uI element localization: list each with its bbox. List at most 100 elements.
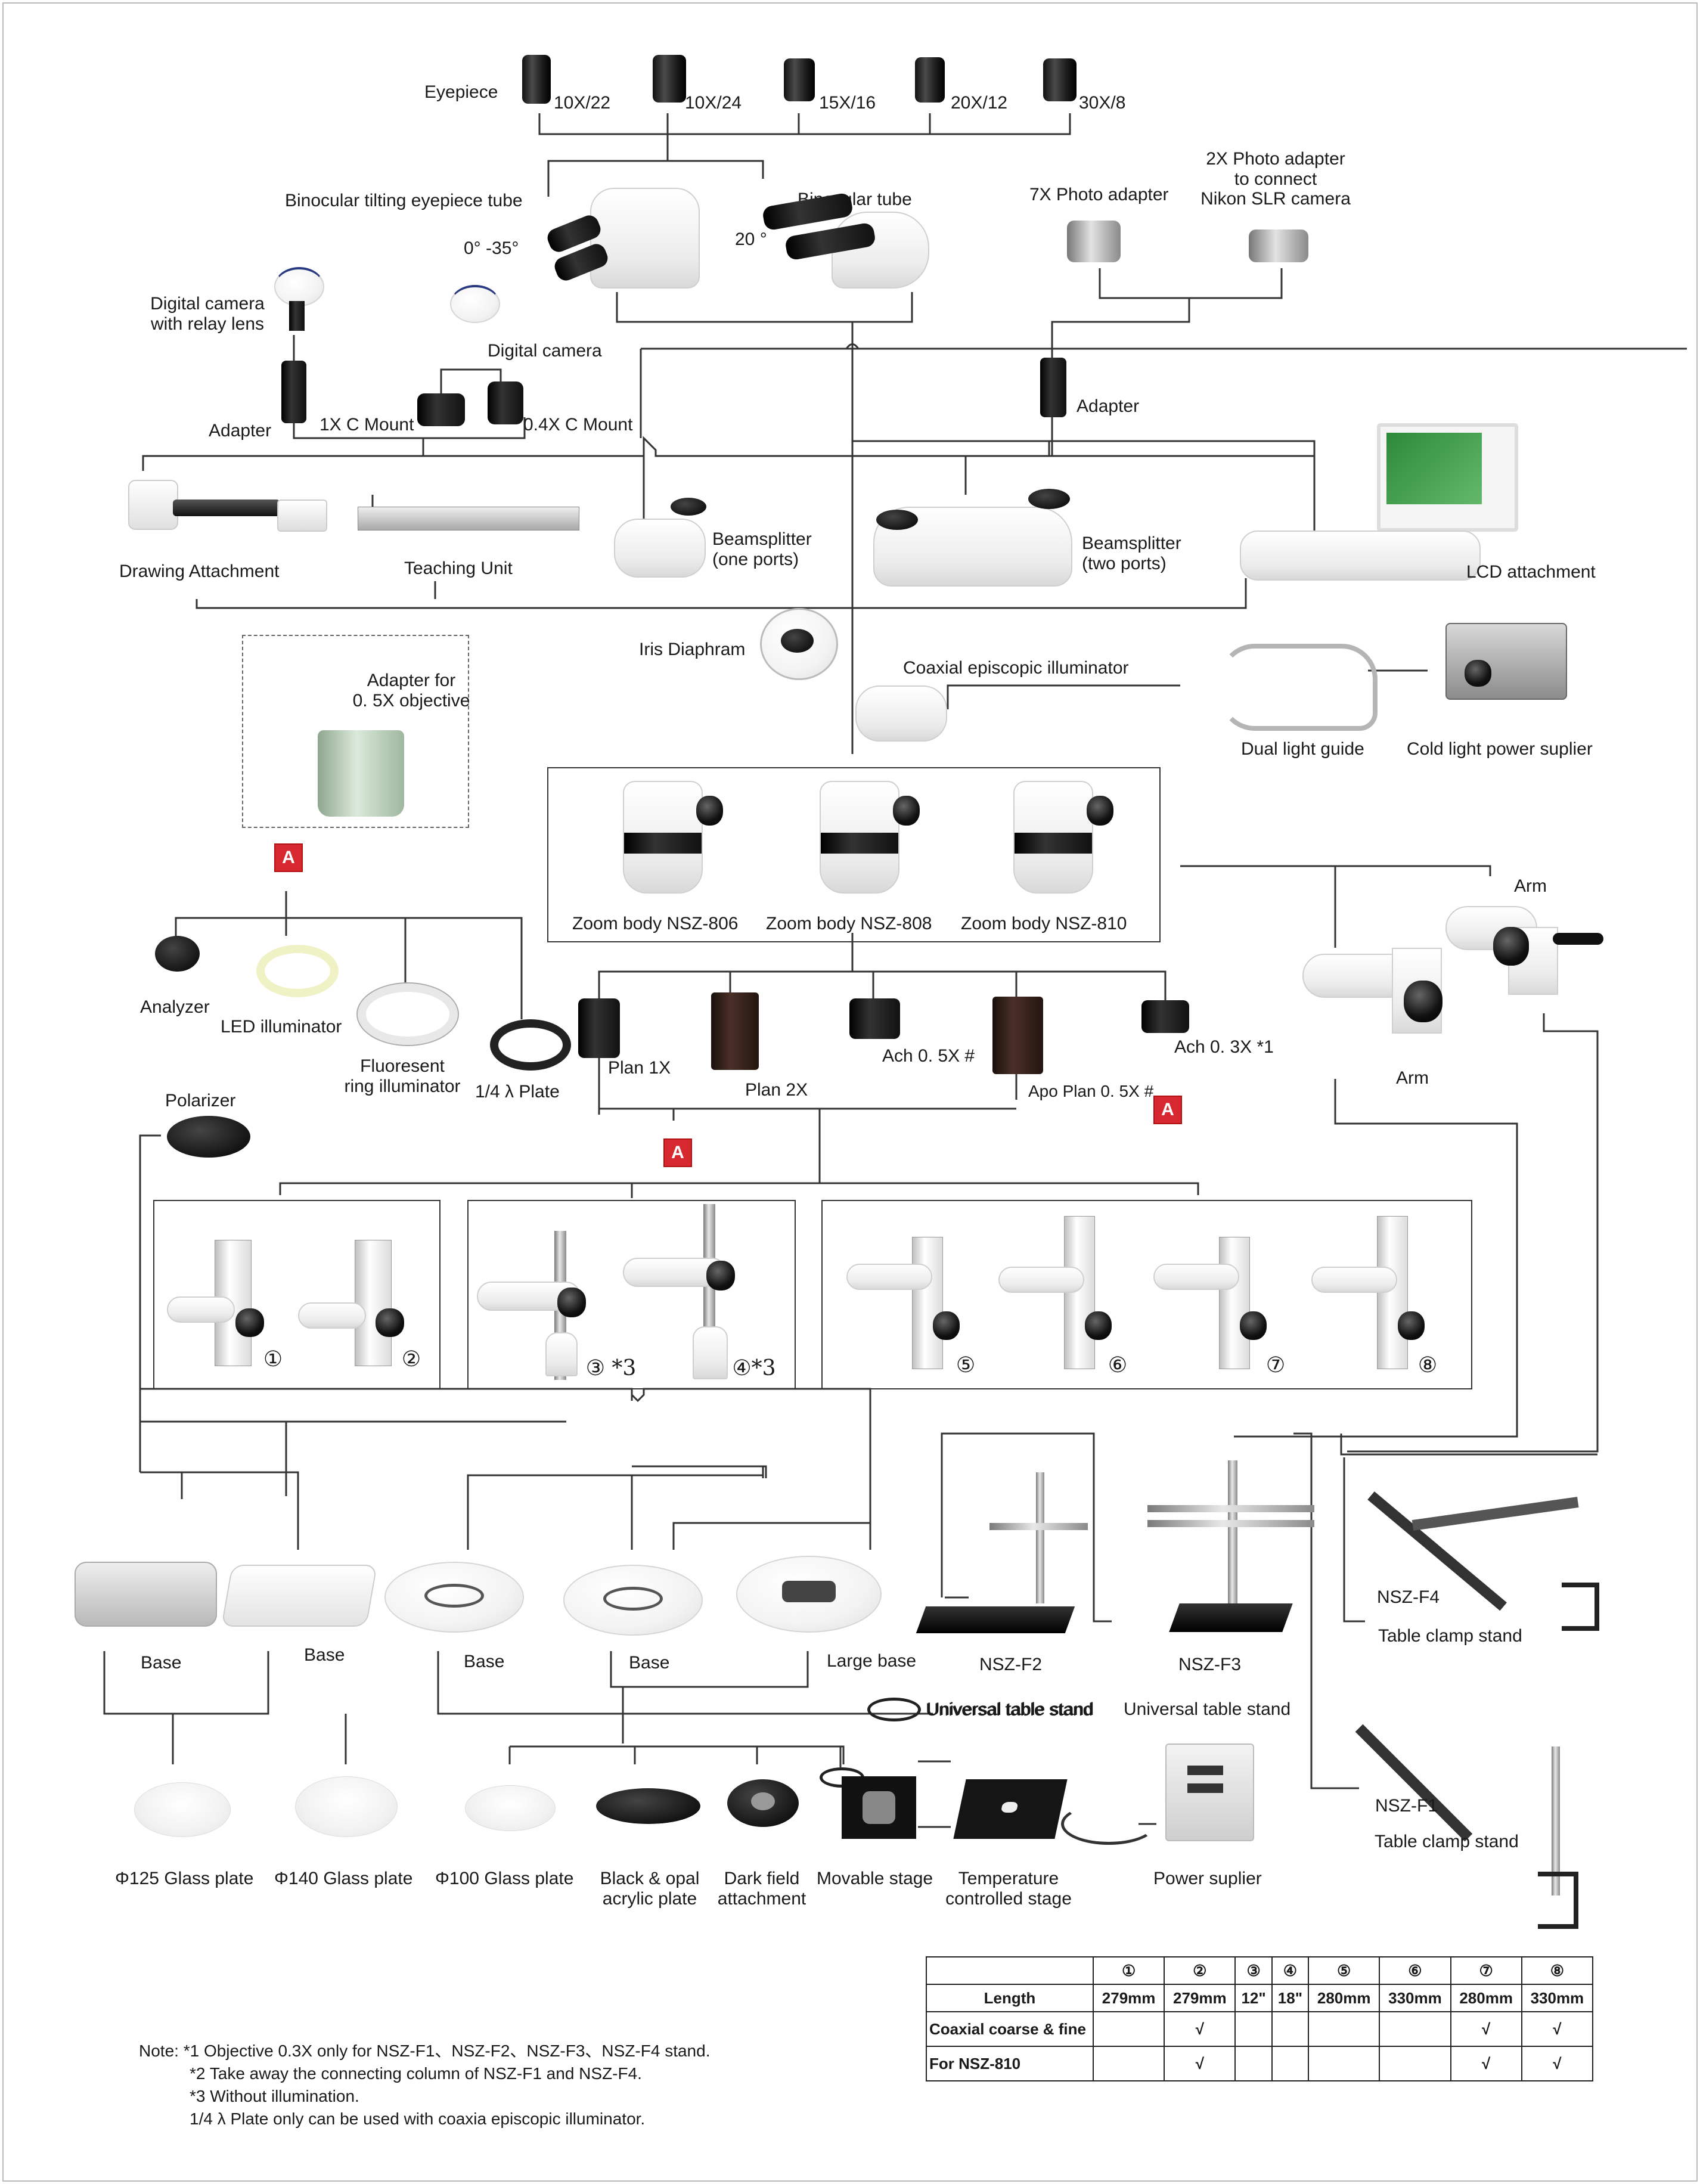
photo-adapter-label: Adapter (1077, 396, 1140, 416)
digital-camera-label: Digital camera (488, 341, 602, 361)
photo-adapter-2x-line-2: to connect (1234, 169, 1317, 189)
quarter-wave-plate-label: 1/4 λ Plate (475, 1082, 560, 1102)
beamsplitter-two-port-1 (876, 510, 918, 530)
base-5-glass (782, 1581, 836, 1602)
arm-1-knob (1493, 927, 1529, 966)
dark-field-line-1: Dark field (724, 1869, 800, 1888)
eyepiece-20x12-image (915, 57, 945, 103)
drawing-attachment-arm (173, 500, 280, 516)
power-supplier-display-1 (1187, 1766, 1223, 1775)
coaxial-illuminator-label: Coaxial episcopic illuminator (903, 658, 1129, 678)
spec-header-cell: ⑥ (1379, 1956, 1451, 1985)
led-illuminator-label: LED illuminator (221, 1017, 342, 1037)
base-2-label: Base (304, 1645, 345, 1665)
spec-cell (1092, 2011, 1165, 2047)
nsz-f2-base (916, 1606, 1075, 1633)
dark-field-center (751, 1792, 775, 1810)
lcd-attachment-body (1240, 531, 1481, 581)
spec-header-cell: ⑦ (1450, 1956, 1522, 1985)
spec-cell (1092, 2046, 1165, 2081)
spec-cell (1271, 2046, 1310, 2081)
beamsplitter-two-label: Beamsplitter (two ports) (1082, 533, 1181, 573)
note-line-3: *3 Without illumination. (190, 2087, 359, 2105)
glass-plate-125-image (134, 1782, 231, 1837)
spec-header-row: ① ② ③ ④ ⑤ ⑥ ⑦ ⑧ (926, 1956, 1594, 1985)
zoom-810-knob (1087, 796, 1113, 826)
base-4-label: Base (629, 1653, 670, 1673)
zoom-body-box (547, 767, 1161, 942)
stand-6-ring (998, 1267, 1084, 1293)
movable-stage-image (842, 1776, 916, 1839)
cold-light-supplier-image (1445, 623, 1567, 700)
spec-header-cell: ① (1092, 1956, 1165, 1985)
stand-4-number: ④*3 (732, 1356, 776, 1380)
zoom-810-label: Zoom body NSZ-810 (961, 914, 1127, 933)
spec-row-length: Length 279mm 279mm 12" 18" 280mm 330mm 2… (926, 1984, 1594, 2012)
nsz-f2-label: NSZ-F2 (979, 1655, 1042, 1674)
stand-5-knob (933, 1311, 960, 1340)
base-1-image (75, 1562, 217, 1627)
zoom-808-knob (893, 796, 920, 826)
stand-group-3 (821, 1200, 1472, 1389)
movable-stage-clip (863, 1791, 895, 1824)
zoom-806-band (624, 833, 702, 854)
stand-7-knob (1240, 1311, 1267, 1340)
objective-apo05-image (992, 997, 1043, 1074)
zoom-body-810-image (1013, 781, 1093, 894)
spec-cell (1308, 2011, 1381, 2047)
objective-ach05-image (849, 998, 900, 1039)
acrylic-plate-line-1: Black & opal (600, 1869, 700, 1888)
lcd-attachment-screen-frame (1377, 423, 1518, 532)
glass-plate-100-image (465, 1785, 556, 1831)
zoom-810-band (1015, 833, 1092, 854)
objective-apo05-label: Apo Plan 0. 5X # (1028, 1082, 1154, 1100)
dark-field-line-2: attachment (717, 1888, 806, 1909)
dual-light-guide-image (1219, 644, 1378, 731)
spec-cell: √ (1164, 2046, 1236, 2081)
quarter-wave-plate-image (490, 1019, 571, 1071)
acrylic-plate-line-2: acrylic plate (602, 1888, 697, 1909)
spec-cell (1308, 2046, 1381, 2081)
iris-diaphragm-label: Iris Diaphram (639, 640, 746, 659)
coaxial-illuminator-image (855, 685, 947, 742)
stand-2-number: ② (401, 1347, 421, 1372)
stand-7-number: ⑦ (1265, 1353, 1286, 1378)
beamsplitter-one-port (671, 498, 706, 516)
spec-header-cell: ② (1164, 1956, 1236, 1985)
eyepiece-20x12-label: 20X/12 (951, 93, 1008, 113)
spec-header-cell: ③ (1234, 1956, 1273, 1985)
nsz-f1-label: NSZ-F1 (1375, 1796, 1438, 1816)
spec-header-cell: ⑧ (1521, 1956, 1594, 1985)
dark-field-label: Dark field attachment (718, 1869, 806, 1909)
stand-8-ring (1311, 1267, 1397, 1293)
c-mount-04x-image (488, 381, 523, 424)
fluorescent-ring-image (358, 984, 458, 1045)
c-mount-1x-image (417, 393, 465, 426)
spec-cell (1379, 2011, 1451, 2047)
cold-light-supplier-label: Cold light power suplier (1407, 739, 1593, 759)
fluorescent-ring-line-2: ring illuminator (344, 1076, 461, 1096)
stand-1-knob (235, 1308, 264, 1337)
spec-cell: Length (926, 1984, 1094, 2012)
camera-relay-line-1: Digital camera (150, 294, 265, 314)
photo-adapter-2x-image (1249, 229, 1308, 262)
note-line-1: Note: *1 Objective 0.3X only for NSZ-F1、… (139, 2042, 711, 2060)
stand-3-knob (557, 1288, 586, 1317)
drawing-attachment-label: Drawing Attachment (119, 561, 280, 581)
base-3-label: Base (464, 1652, 505, 1671)
glass-plate-140-label: Φ140 Glass plate (274, 1869, 413, 1888)
zoom-body-806-image (623, 781, 703, 894)
polarizer-label: Polarizer (165, 1091, 236, 1110)
camera-adapter-image (281, 361, 306, 423)
spec-cell (1271, 2011, 1310, 2047)
stand-3-foot (545, 1332, 578, 1376)
power-supplier-image (1165, 1744, 1254, 1841)
spec-cell: 18" (1271, 1984, 1310, 2012)
temperature-stage-line-2: controlled stage (945, 1888, 1072, 1909)
temperature-stage-hole (1000, 1802, 1019, 1813)
power-supplier-label: Power suplier (1153, 1869, 1262, 1888)
zoom-806-label: Zoom body NSZ-806 (572, 914, 739, 933)
badge-a-2: A (663, 1138, 692, 1167)
stand-5-post (912, 1237, 943, 1369)
temperature-stage-cable (1061, 1803, 1156, 1845)
